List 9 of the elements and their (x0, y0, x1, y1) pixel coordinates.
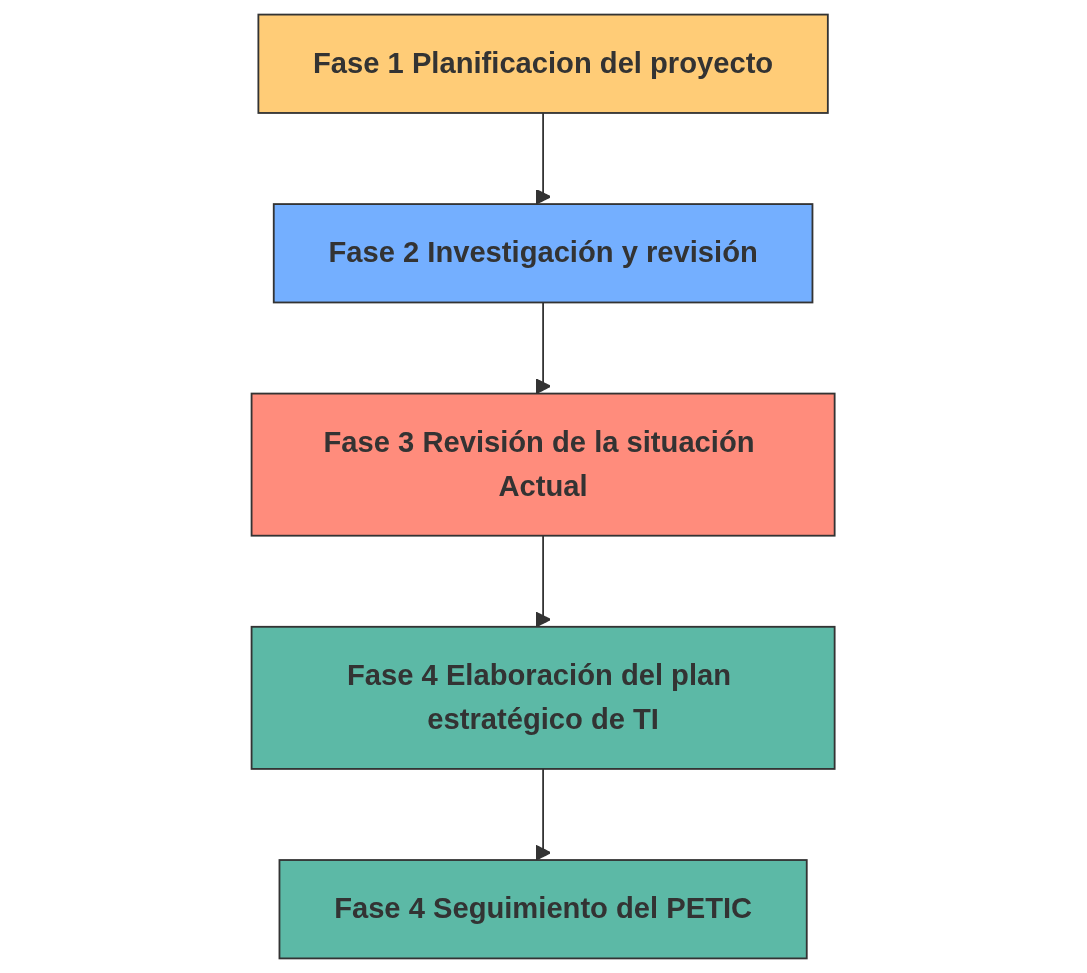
arrow (535, 534, 552, 628)
node-box: Fase 4 Elaboración del plan estratégico de TI (251, 625, 836, 770)
arrow (535, 301, 552, 395)
node-box: Fase 2 Investigación y revisión (273, 203, 814, 304)
arrow (535, 112, 552, 205)
node-box: Fase 3 Revisión de la situación Actual (251, 392, 836, 537)
node-box: Fase 4 Seguimiento del PETIC (278, 859, 809, 960)
arrow (535, 768, 552, 861)
node-box: Fase 1 Planificacion del proyecto (257, 13, 830, 114)
